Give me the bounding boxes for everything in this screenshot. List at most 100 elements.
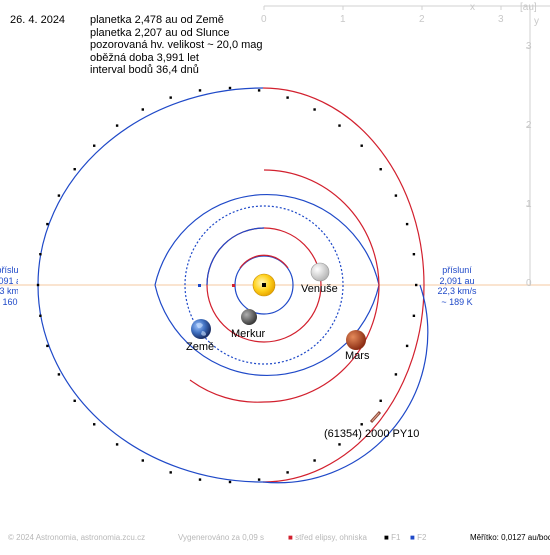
orbit-point bbox=[313, 108, 316, 111]
left-apsis-distance: 2,091 au bbox=[0, 275, 18, 286]
orbit-point bbox=[115, 124, 119, 127]
orbit-point bbox=[379, 168, 382, 171]
orbit-point bbox=[394, 373, 398, 376]
f2-legend-text: F2 bbox=[417, 533, 427, 542]
y-axis-label: y bbox=[534, 16, 539, 27]
footer-copyright[interactable]: © 2024 Astronomia, astronomia.zcu.cz bbox=[8, 533, 146, 542]
scale-label: Měřítko: 0,0127 au/bod bbox=[470, 533, 550, 542]
footer-legend-f1: ■ F1 bbox=[384, 533, 400, 542]
stat-distance-sun: planetka 2,207 au od Slunce bbox=[90, 26, 230, 39]
orbit-point bbox=[313, 459, 316, 462]
orbit-point bbox=[73, 399, 76, 402]
orbit-point bbox=[257, 89, 261, 92]
mars-label: Mars bbox=[345, 350, 370, 362]
orbit-point bbox=[46, 344, 49, 348]
asteroid-position-points bbox=[36, 86, 418, 484]
mercury bbox=[241, 309, 257, 325]
focus-f2-marker bbox=[198, 284, 201, 287]
orbit-point bbox=[228, 480, 232, 484]
current-date: 26. 4. 2024 bbox=[10, 14, 66, 26]
earth-orbit bbox=[184, 205, 344, 365]
asteroid-stats: planetka 2,478 au od Země planetka 2,207… bbox=[90, 14, 263, 77]
footer-legend-f2: ■ F2 bbox=[410, 533, 426, 542]
orbit-point bbox=[36, 283, 40, 287]
asteroid-orbit-blue-lower bbox=[262, 284, 429, 484]
orbit-point bbox=[338, 124, 341, 127]
mars-orbit-red bbox=[189, 169, 380, 403]
orbit-point bbox=[412, 253, 416, 256]
orbit-point bbox=[93, 423, 96, 426]
orbit-point bbox=[46, 222, 49, 226]
orbit-point bbox=[141, 108, 144, 111]
mercury-orbit-red bbox=[239, 254, 289, 269]
f2-legend-icon: ■ bbox=[410, 533, 415, 542]
ellipse-center-marker bbox=[232, 284, 235, 287]
venus-orbit-blue bbox=[206, 227, 265, 286]
x-axis-label: x bbox=[470, 2, 475, 13]
orbit-point bbox=[379, 399, 382, 402]
right-tick-label-1: 1 bbox=[526, 199, 532, 210]
orbit-point bbox=[228, 86, 232, 90]
stat-magnitude: pozorovaná hv. velikost ~ 20,0 mag bbox=[90, 39, 263, 51]
orbit-point bbox=[405, 344, 409, 348]
top-tick-label-0: 0 bbox=[261, 14, 267, 25]
unit-label: [au] bbox=[520, 2, 537, 13]
orbit-point bbox=[73, 168, 76, 171]
stat-point-interval: interval bodů 36,4 dnů bbox=[90, 64, 199, 76]
sun bbox=[252, 273, 276, 297]
venus bbox=[310, 262, 330, 282]
perihelion-label: přísluní 2,091 au 22,3 km/s ~ 189 K bbox=[428, 265, 486, 307]
orbit-point bbox=[93, 144, 96, 147]
earth-label: Země bbox=[186, 341, 215, 353]
orbit-point bbox=[257, 478, 261, 481]
orbit-point bbox=[198, 89, 202, 92]
top-tick-label-2: 2 bbox=[419, 14, 425, 25]
earth-land bbox=[196, 322, 206, 336]
orbit-point bbox=[169, 471, 172, 474]
footer-legend-center: ■ střed elipsy, ohniska bbox=[288, 533, 367, 542]
perihelion-title: přísluní bbox=[442, 265, 472, 275]
left-apsis-label: přísluní 2,091 au 22,3 km/s ~ 160 K bbox=[0, 265, 18, 307]
orbit-point bbox=[415, 283, 418, 287]
f1-legend-icon: ■ bbox=[384, 533, 389, 542]
left-apsis-temp: ~ 160 K bbox=[0, 296, 18, 307]
mars bbox=[346, 330, 366, 350]
right-tick-label-2: 2 bbox=[526, 120, 532, 131]
orbit-point bbox=[405, 222, 409, 226]
right-tick-label-0: 0 bbox=[526, 278, 532, 289]
venus-label: Venuše bbox=[301, 283, 338, 295]
asteroid-marker bbox=[369, 410, 382, 424]
earth bbox=[191, 319, 211, 339]
stat-period: oběžná doba 3,991 let bbox=[90, 51, 199, 64]
footer-generated: Vygenerováno za 0,09 s bbox=[178, 533, 264, 542]
orbit-point bbox=[57, 373, 61, 376]
orbit-point bbox=[338, 443, 341, 446]
orbit-point bbox=[198, 478, 202, 481]
orbit-point bbox=[169, 96, 172, 99]
right-tick-label-3: 3 bbox=[526, 41, 532, 52]
center-legend-icon: ■ bbox=[288, 533, 293, 542]
top-tick-label-1: 1 bbox=[340, 14, 346, 25]
left-apsis-title: přísluní bbox=[0, 265, 18, 275]
asteroid-label: (61354) 2000 PY10 bbox=[324, 428, 420, 440]
center-legend-text: střed elipsy, ohniska bbox=[295, 533, 367, 542]
f1-legend-text: F1 bbox=[391, 533, 401, 542]
top-tick-label-3: 3 bbox=[498, 14, 504, 25]
orbit-point bbox=[360, 423, 363, 426]
orbit-point bbox=[286, 471, 289, 474]
perihelion-speed: 22,3 km/s bbox=[437, 286, 477, 296]
orbit-point bbox=[39, 314, 42, 317]
left-apsis-speed: 22,3 km/s bbox=[0, 286, 18, 296]
orbit-point bbox=[286, 96, 289, 99]
orbit-point bbox=[360, 144, 363, 147]
mercury-label: Merkur bbox=[231, 328, 266, 340]
perihelion-temp: ~ 189 K bbox=[441, 296, 473, 307]
asteroid-orbit-red-arc bbox=[262, 87, 425, 483]
orbit-point bbox=[412, 314, 416, 317]
orbit-point bbox=[39, 253, 42, 256]
orbit-point bbox=[115, 443, 119, 446]
orbit-point bbox=[57, 194, 61, 197]
orbit-point bbox=[141, 459, 144, 462]
